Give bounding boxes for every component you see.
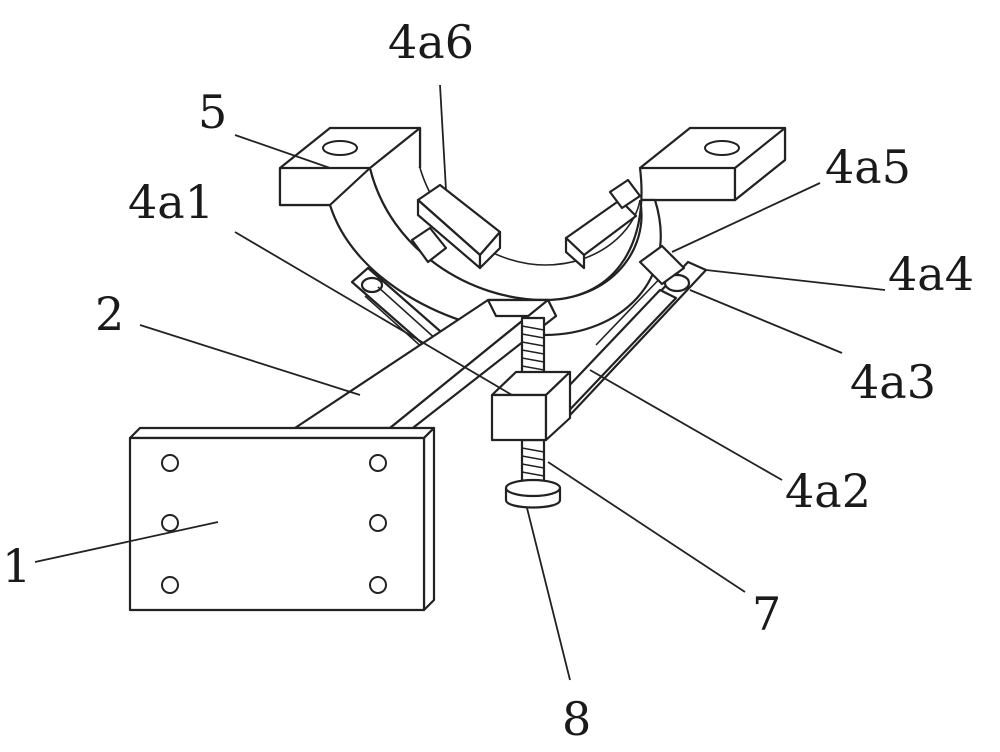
link-block (638, 244, 686, 286)
leader-4a4 (705, 269, 886, 291)
leader-7 (547, 461, 746, 593)
label-2: 2 (95, 287, 124, 341)
label-4a3: 4a3 (850, 355, 936, 409)
label-4a1: 4a1 (128, 175, 214, 229)
plate-hole (369, 576, 387, 594)
plate-hole (369, 454, 387, 472)
part-labels: 4a6 5 4a1 4a5 4a4 2 4a3 4a2 1 7 8 (2, 15, 974, 746)
leader-2 (139, 324, 361, 396)
label-5: 5 (198, 85, 227, 139)
right-pad-stem (608, 178, 642, 210)
leader-lines (34, 84, 886, 681)
leader-4a1 (234, 231, 513, 396)
left-spring-rod (350, 266, 450, 354)
nut-block (490, 370, 572, 442)
right-flange-hole (704, 140, 740, 156)
label-4a4: 4a4 (888, 247, 974, 301)
label-8: 8 (562, 692, 591, 746)
leader-4a6 (439, 84, 447, 191)
left-flange-hole (322, 140, 358, 156)
plate-hole (161, 454, 179, 472)
leader-4a2 (589, 369, 783, 481)
adjust-knob (504, 478, 562, 509)
right-support-rod (538, 260, 708, 432)
label-4a2: 4a2 (785, 464, 871, 518)
leader-5 (234, 134, 331, 169)
label-4a5: 4a5 (825, 140, 911, 194)
leader-4a5 (671, 182, 821, 253)
inner-clamp-pads (410, 178, 642, 270)
label-7: 7 (752, 587, 781, 641)
plate-hole (161, 576, 179, 594)
left-pad-stem (410, 226, 448, 264)
leader-8 (526, 507, 571, 681)
leader-1 (34, 521, 219, 563)
support-arm (293, 298, 558, 440)
plate-hole (161, 514, 179, 532)
label-4a6: 4a6 (388, 15, 474, 69)
label-1: 1 (2, 539, 31, 593)
leader-4a3 (689, 289, 843, 354)
plate-hole (369, 514, 387, 532)
threaded-rod (520, 316, 546, 492)
mounting-plate (128, 426, 436, 612)
